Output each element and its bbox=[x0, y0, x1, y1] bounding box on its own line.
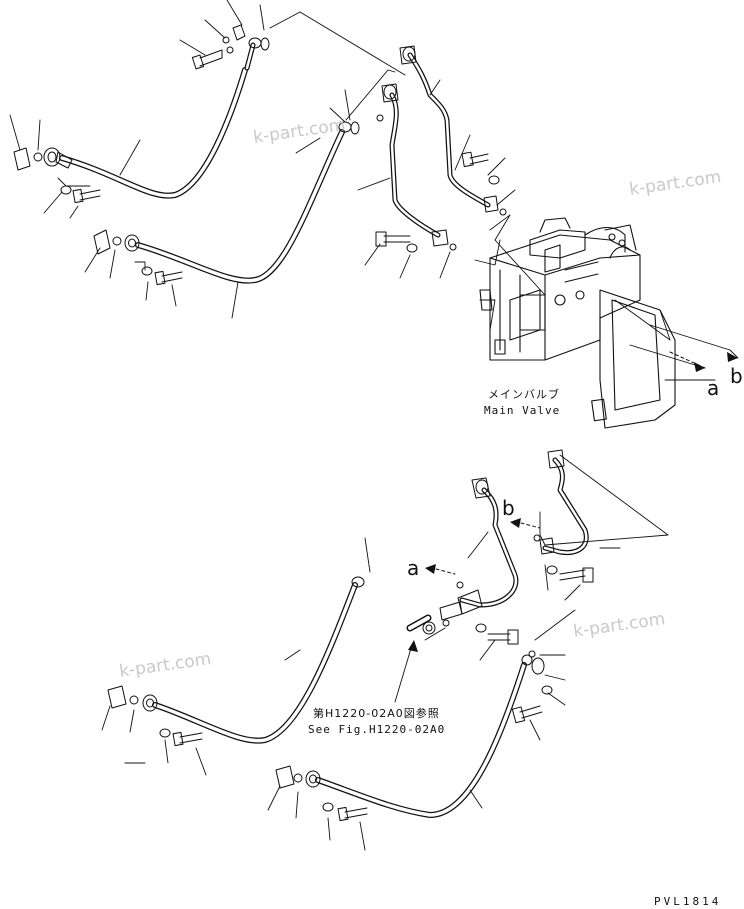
bolts-top-left bbox=[60, 46, 234, 286]
leader-lines bbox=[9, 0, 739, 851]
hose-middle-left bbox=[124, 121, 360, 284]
see-figure-label-en: See Fig.H1220-02A0 bbox=[308, 723, 446, 736]
drawing-code: PVL1814 bbox=[654, 895, 722, 908]
steel-tube-lower-right bbox=[533, 449, 594, 583]
main-valve-label-en: Main Valve bbox=[484, 404, 561, 417]
hose-lower-left bbox=[107, 576, 365, 747]
steel-tube-lower-center bbox=[406, 477, 519, 645]
steel-tube-left bbox=[376, 83, 457, 251]
main-valve-label-jp: メインバルブ bbox=[488, 388, 560, 401]
flange-clamps-top-left bbox=[13, 24, 246, 255]
callout-b-bottom: b bbox=[502, 496, 515, 520]
dashed-arrows bbox=[435, 351, 706, 575]
callout-a-bottom: a bbox=[407, 556, 420, 580]
main-valve-assembly bbox=[479, 217, 676, 429]
arrowheads bbox=[408, 352, 738, 652]
hose-upper-left bbox=[43, 37, 270, 199]
bolts-top-center bbox=[375, 151, 500, 253]
steel-tube-right bbox=[399, 45, 507, 216]
hose-lower-right bbox=[275, 650, 553, 822]
callout-a-top: a bbox=[707, 376, 720, 400]
callout-b-top: b bbox=[730, 364, 743, 388]
see-figure-label-jp: 第H1220-02A0図参照 bbox=[313, 707, 440, 720]
